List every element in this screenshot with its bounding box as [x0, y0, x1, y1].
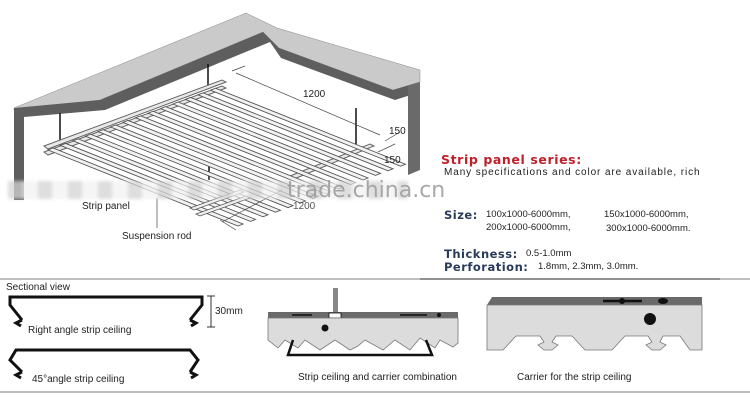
right-angle-profile — [8, 295, 204, 328]
carrier-label: Carrier for the strip ceiling — [517, 372, 632, 383]
right-angle-label: Right angle strip ceiling — [28, 325, 132, 336]
dim-spacing-lower: 150 — [384, 155, 401, 166]
strip-panel — [196, 92, 395, 172]
dim-length-bottom: 1200 — [293, 201, 316, 212]
dim-length-top: 1200 — [303, 89, 326, 100]
combination-drawing — [267, 288, 459, 357]
size-value-4: 300x1000-6000mm. — [606, 223, 691, 234]
label-strip-panel: Strip panel — [82, 201, 130, 212]
thickness-label: Thickness: — [444, 247, 518, 261]
perforation-label: Perforation: — [444, 260, 529, 274]
carrier-drawing — [486, 297, 703, 351]
combination-label: Strip ceiling and carrier combination — [298, 372, 457, 383]
size-label: Size: — [444, 208, 478, 222]
angle45-profile — [8, 348, 200, 380]
watermark-text: trade.china.cn — [287, 178, 446, 203]
perforation-value: 1.8mm, 2.3mm, 3.0mm. — [538, 261, 639, 272]
watermark-blur-band — [8, 181, 408, 199]
strip-panel — [171, 101, 370, 181]
thickness-value: 0.5-1.0mm — [526, 248, 572, 259]
sectional-view-title: Sectional view — [6, 282, 70, 293]
size-value-2: 150x1000-6000mm, — [604, 209, 689, 220]
strip-panel — [184, 96, 382, 176]
strip-panel — [209, 87, 407, 167]
dimension-30mm — [207, 295, 215, 328]
size-value-1: 100x1000-6000mm, — [486, 209, 571, 220]
right-wall — [408, 82, 420, 175]
size-value-3: 200x1000-6000mm, — [486, 222, 571, 233]
spec-description: Many specifications and color are availa… — [444, 167, 701, 178]
label-suspension-rod: Suspension rod — [122, 231, 192, 242]
spec-title: Strip panel series: — [441, 152, 582, 167]
dim-30mm-label: 30mm — [215, 306, 243, 317]
dim-spacing-upper: 150 — [389, 126, 406, 137]
angle45-label: 45°angle strip ceiling — [32, 374, 125, 385]
